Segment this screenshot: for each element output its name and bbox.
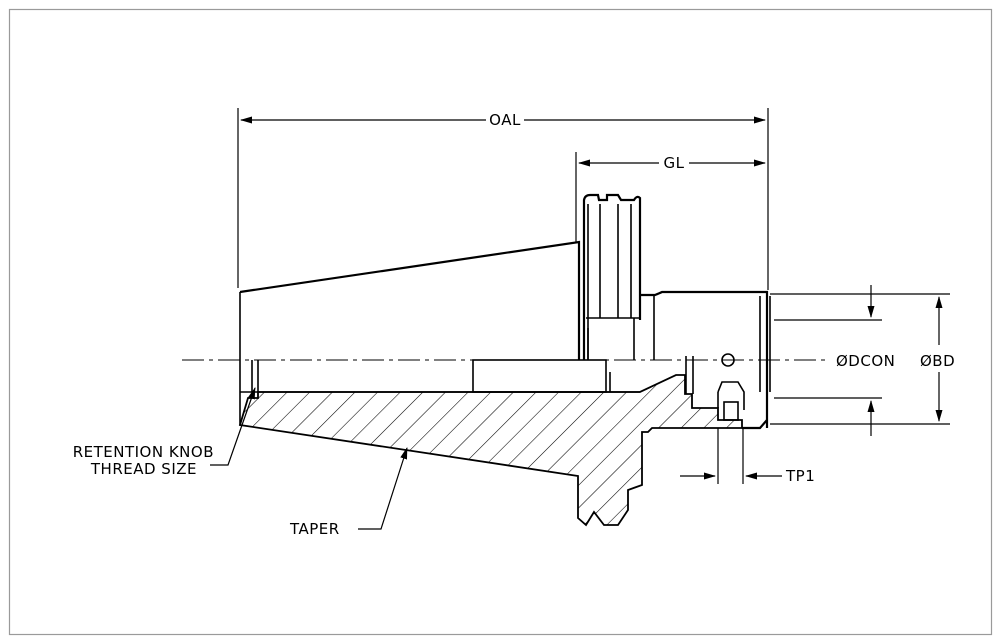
dcon-label: ØDCON: [836, 352, 895, 370]
bd-dimension: [770, 293, 950, 425]
tp1-label: TP1: [785, 467, 815, 485]
tp1-dimension: [680, 428, 782, 484]
retention-knob-label-line1: RETENTION KNOB: [73, 443, 214, 461]
oal-dimension: [237, 108, 769, 290]
gl-dimension: [575, 152, 766, 242]
hatched-section: [238, 374, 743, 527]
oal-label: OAL: [489, 111, 521, 129]
gl-label: GL: [664, 154, 685, 172]
bd-label: ØBD: [920, 352, 955, 370]
frame-border: [8, 8, 993, 636]
taper-label: TAPER: [289, 520, 340, 538]
taper-leader: [358, 447, 408, 530]
dcon-dimension: [774, 285, 882, 436]
retention-knob-leader: [210, 387, 256, 466]
retention-knob-label-line2: THREAD SIZE: [90, 460, 197, 478]
